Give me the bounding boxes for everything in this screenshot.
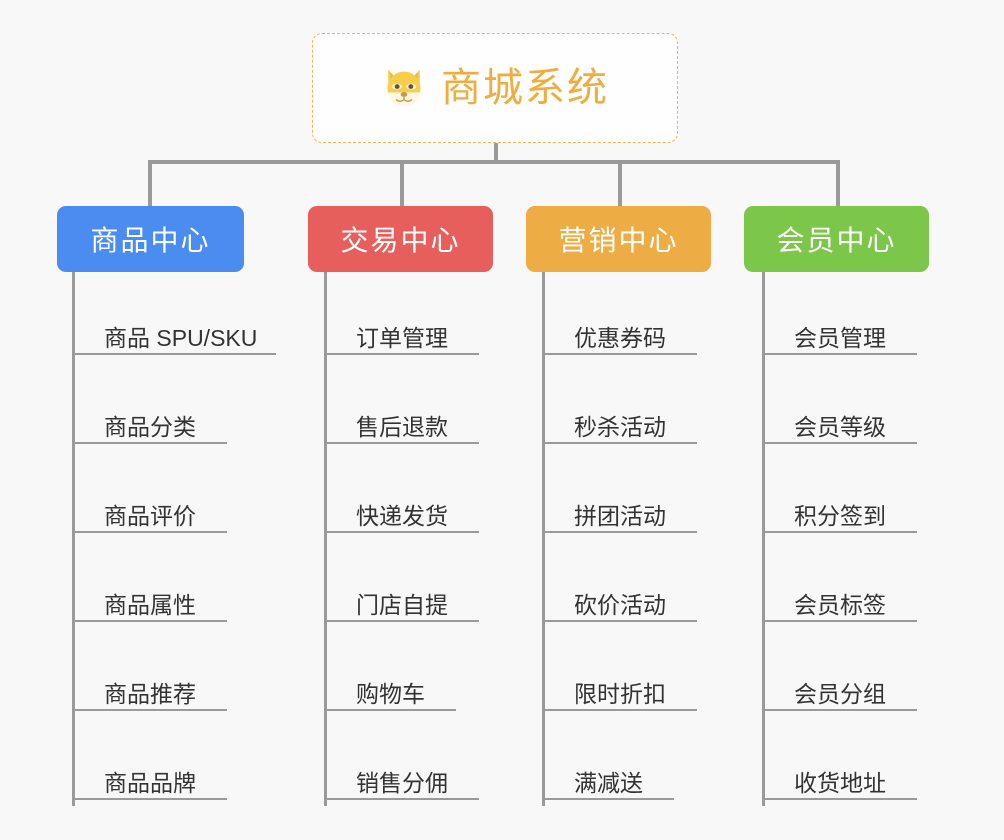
drop-connector-4 — [836, 160, 840, 208]
branch-label-3: 营销中心 — [558, 225, 679, 256]
leaf-label: 限时折扣 — [574, 680, 666, 707]
leaf-label: 订单管理 — [356, 324, 448, 351]
branch-spine-2 — [324, 272, 327, 806]
leaf-item[interactable]: 拼团活动 — [542, 489, 697, 533]
leaf-item[interactable]: 订单管理 — [324, 311, 479, 355]
leaf-item[interactable]: 商品品牌 — [72, 756, 227, 800]
leaf-label: 商品分类 — [104, 413, 196, 440]
leaf-item[interactable]: 收货地址 — [762, 756, 917, 800]
leaf-label: 砍价活动 — [574, 591, 666, 618]
leaf-label: 会员标签 — [794, 591, 886, 618]
leaf-item[interactable]: 会员标签 — [762, 578, 917, 622]
leaf-label: 会员分组 — [794, 680, 886, 707]
leaf-label: 秒杀活动 — [574, 413, 666, 440]
leaf-label: 售后退款 — [356, 413, 448, 440]
leaf-item[interactable]: 会员分组 — [762, 667, 917, 711]
leaf-label: 商品评价 — [104, 502, 196, 529]
leaf-item[interactable]: 商品评价 — [72, 489, 227, 533]
root-stem-connector — [494, 143, 498, 164]
leaf-label: 门店自提 — [356, 591, 448, 618]
branch-header-3[interactable]: 营销中心 — [526, 206, 711, 272]
leaf-label: 优惠券码 — [574, 324, 666, 351]
horizontal-bus-connector — [150, 160, 840, 164]
leaf-label: 销售分佣 — [356, 769, 448, 796]
leaf-item[interactable]: 商品分类 — [72, 400, 227, 444]
drop-connector-1 — [148, 160, 152, 208]
leaf-label: 商品推荐 — [104, 680, 196, 707]
branch-header-2[interactable]: 交易中心 — [308, 206, 493, 272]
leaf-item[interactable]: 积分签到 — [762, 489, 917, 533]
branch-spine-3 — [542, 272, 545, 806]
leaf-item[interactable]: 会员等级 — [762, 400, 917, 444]
leaf-label: 商品品牌 — [104, 769, 196, 796]
branch-header-4[interactable]: 会员中心 — [744, 206, 929, 272]
branch-header-1[interactable]: 商品中心 — [57, 206, 244, 272]
leaf-item[interactable]: 限时折扣 — [542, 667, 697, 711]
leaf-label: 快递发货 — [356, 502, 448, 529]
root-node[interactable]: 商城系统 — [312, 33, 678, 143]
leaf-label: 收货地址 — [794, 769, 886, 796]
leaf-label: 会员等级 — [794, 413, 886, 440]
leaf-item[interactable]: 商品属性 — [72, 578, 227, 622]
leaf-item[interactable]: 商品推荐 — [72, 667, 227, 711]
leaf-item[interactable]: 秒杀活动 — [542, 400, 697, 444]
drop-connector-2 — [400, 160, 404, 208]
leaf-label: 积分签到 — [794, 502, 886, 529]
leaf-label: 商品 SPU/SKU — [104, 324, 258, 351]
leaf-label: 会员管理 — [794, 324, 886, 351]
leaf-item[interactable]: 会员管理 — [762, 311, 917, 355]
leaf-label: 拼团活动 — [574, 502, 666, 529]
leaf-label: 购物车 — [356, 680, 425, 707]
branch-spine-1 — [72, 272, 75, 806]
leaf-item[interactable]: 门店自提 — [324, 578, 479, 622]
leaf-item[interactable]: 商品 SPU/SKU — [72, 311, 276, 355]
drop-connector-3 — [618, 160, 622, 208]
branch-label-2: 交易中心 — [340, 225, 461, 256]
branch-label-1: 商品中心 — [90, 225, 211, 256]
leaf-label: 满减送 — [574, 769, 643, 796]
leaf-item[interactable]: 购物车 — [324, 667, 456, 711]
branch-spine-4 — [762, 272, 765, 806]
leaf-item[interactable]: 满减送 — [542, 756, 674, 800]
leaf-label: 商品属性 — [104, 591, 196, 618]
leaf-item[interactable]: 砍价活动 — [542, 578, 697, 622]
leaf-item[interactable]: 快递发货 — [324, 489, 479, 533]
leaf-item[interactable]: 销售分佣 — [324, 756, 479, 800]
root-title: 商城系统 — [441, 66, 609, 110]
leaf-item[interactable]: 售后退款 — [324, 400, 479, 444]
branch-label-4: 会员中心 — [776, 225, 897, 256]
shiba-dog-face-icon — [387, 69, 421, 108]
leaf-item[interactable]: 优惠券码 — [542, 311, 697, 355]
